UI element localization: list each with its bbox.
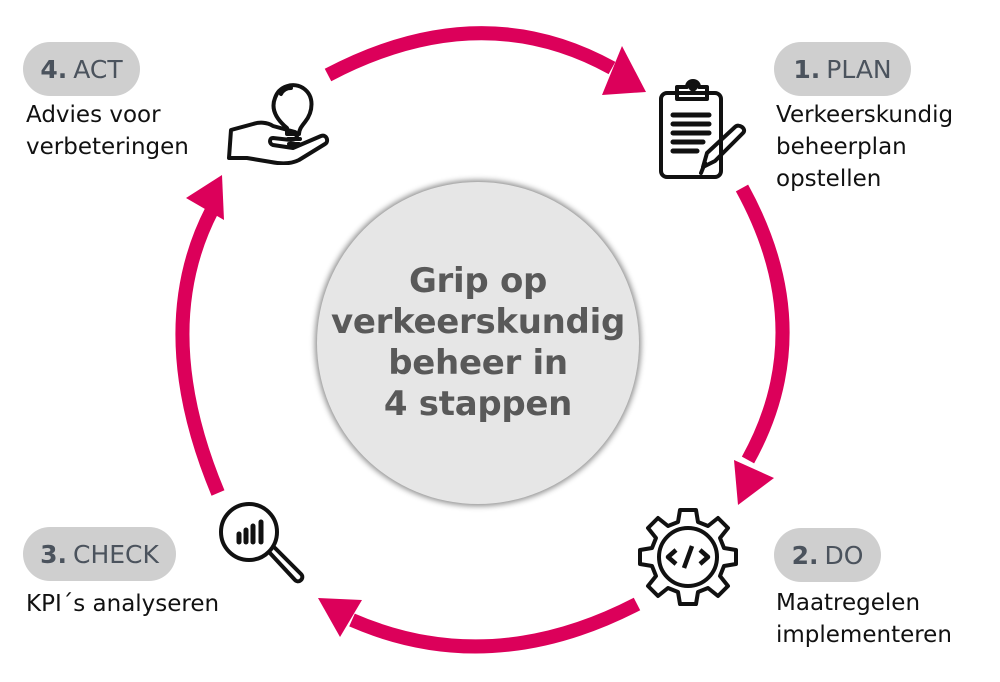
- step-number: 4.: [40, 54, 68, 84]
- step-badge-check: 3.CHECK: [23, 527, 176, 581]
- step-description-check: KPI´s analyseren: [26, 588, 219, 620]
- step-name: DO: [824, 540, 864, 570]
- arrowhead-do: [734, 460, 774, 505]
- center-line-4: 4 stappen: [383, 384, 573, 424]
- center-circle: Grip op verkeerskundig beheer in 4 stapp…: [317, 182, 639, 504]
- desc-line: Verkeerskundig: [776, 102, 954, 128]
- desc-line: implementeren: [776, 622, 952, 648]
- center-line-1: Grip op: [408, 261, 548, 301]
- arrow-check-to-act: [175, 206, 225, 496]
- step-badge-plan: 1.PLAN: [774, 42, 911, 96]
- clipboard-pencil-icon: [659, 79, 746, 179]
- arrowhead-act: [186, 175, 224, 220]
- step-number: 3.: [40, 539, 67, 569]
- center-title: Grip op verkeerskundig beheer in 4 stapp…: [331, 261, 625, 425]
- desc-line: beheerplan: [776, 134, 907, 160]
- step-badge-act: 4.ACT: [23, 42, 140, 96]
- hand-lightbulb-icon: [227, 83, 330, 165]
- gear-code-icon: [638, 508, 738, 606]
- step-description-plan: Verkeerskundig beheerplan opstellen: [776, 99, 953, 195]
- desc-line: KPI´s analyseren: [26, 591, 220, 617]
- step-name: ACT: [73, 54, 123, 84]
- step-name: CHECK: [73, 539, 159, 569]
- step-badge-do: 2.DO: [774, 528, 881, 582]
- step-description-act: Advies voor verbeteringen: [26, 99, 189, 163]
- arrowhead-check: [318, 598, 362, 637]
- arrow-plan-to-do: [735, 184, 790, 464]
- magnifier-chart-icon: [219, 502, 305, 584]
- step-description-do: Maatregelen implementeren: [776, 587, 952, 651]
- center-line-2: verkeerskundig: [331, 302, 625, 342]
- step-name: PLAN: [826, 54, 892, 84]
- desc-line: opstellen: [776, 166, 882, 192]
- arrowhead-plan: [602, 46, 646, 95]
- desc-line: Maatregelen: [776, 590, 921, 616]
- desc-line: verbeteringen: [26, 134, 189, 160]
- center-line-3: beheer in: [388, 343, 568, 383]
- arrow-act-to-plan: [324, 26, 616, 82]
- step-number: 2.: [791, 540, 819, 570]
- desc-line: Advies voor: [26, 102, 161, 128]
- arrow-do-to-check: [349, 597, 641, 654]
- step-number: 1.: [793, 54, 821, 84]
